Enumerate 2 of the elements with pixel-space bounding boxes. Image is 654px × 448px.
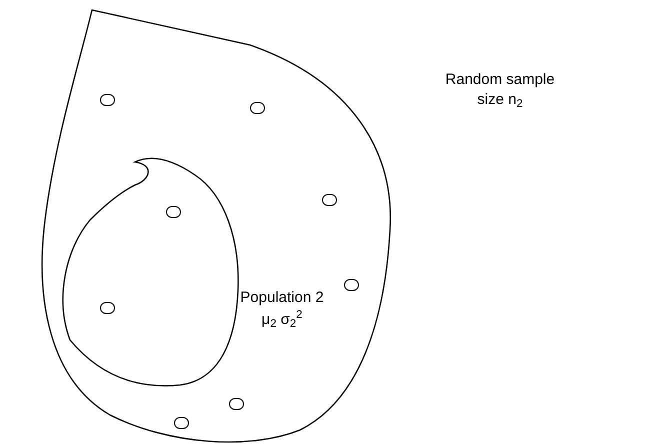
sample-label: Random sample size n$_{2}$ (444, 70, 556, 110)
population-label: Population 2 (239, 288, 325, 308)
